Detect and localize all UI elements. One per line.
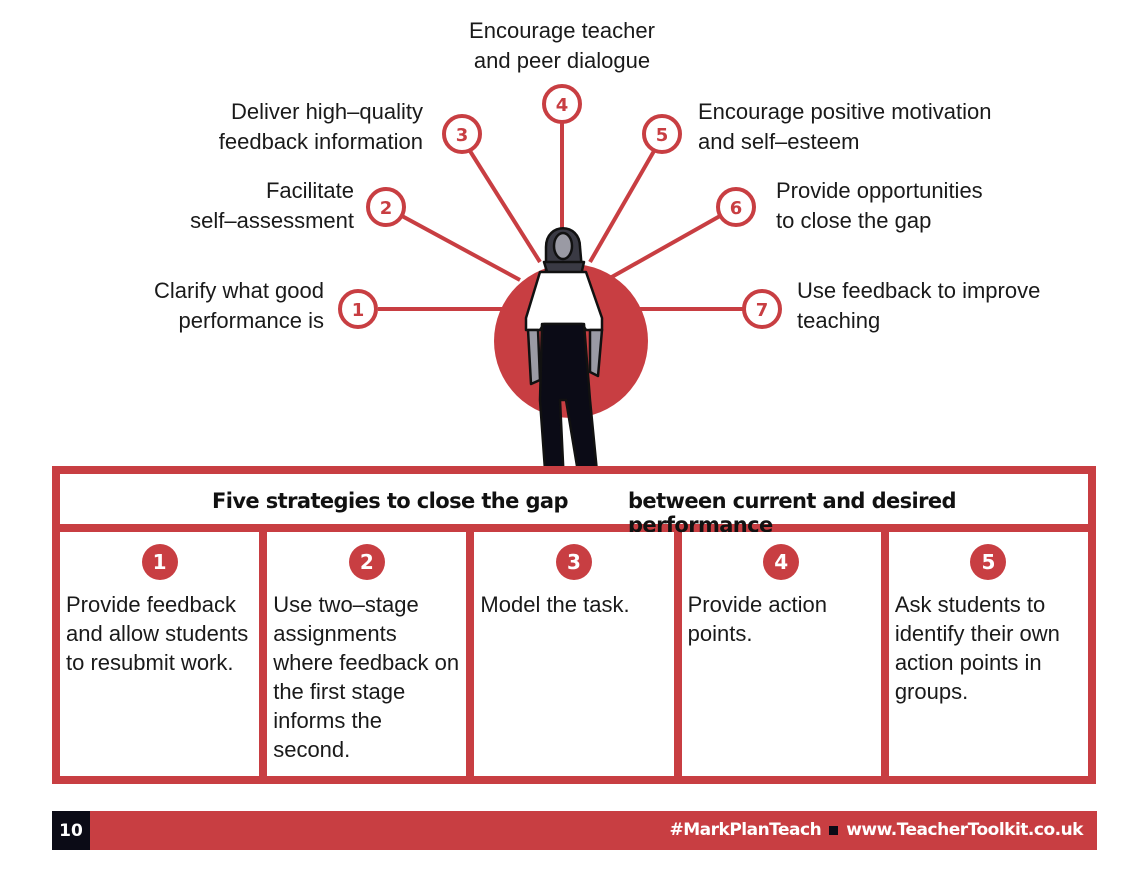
- strategy-card-5: 5 Ask students to identify their own act…: [888, 532, 1089, 776]
- strategy-card-2: 2 Use two–stage assignments where feedba…: [267, 532, 467, 776]
- point-number-7: 7: [756, 300, 769, 321]
- strategies-title-left: Five strategies to close the gap: [212, 489, 569, 513]
- point-marker-6: 6: [716, 187, 756, 227]
- point-marker-4: 4: [542, 84, 582, 124]
- strategy-number-4: 4: [763, 544, 800, 580]
- separator-square-icon: [829, 825, 839, 835]
- point-number-5: 5: [656, 125, 669, 146]
- ray-5: [588, 150, 656, 263]
- point-number-1: 1: [352, 300, 365, 321]
- ray-2: [401, 214, 521, 282]
- point-marker-5: 5: [642, 114, 682, 154]
- point-number-2: 2: [380, 198, 393, 219]
- point-marker-7: 7: [742, 289, 782, 329]
- point-label-1: Clarify what good performance is: [154, 278, 324, 333]
- strategy-number-3: 3: [556, 544, 592, 580]
- strategies-heading: Five strategies to close the gap between…: [60, 474, 1088, 537]
- strategies-panel: Five strategies to close the gap between…: [52, 466, 1096, 784]
- point-number-4: 4: [556, 95, 569, 116]
- strategy-text-5: Ask students to identify their own actio…: [894, 592, 1060, 704]
- point-label-4: Encourage teacher and peer dialogue: [469, 18, 655, 73]
- ray-6: [609, 214, 721, 280]
- strategy-text-3: Model the task.: [480, 592, 630, 617]
- ray-3: [468, 149, 542, 264]
- strategy-card-4: 4 Provide action points.: [681, 532, 881, 776]
- strategy-text-1: Provide feedback and allow students to r…: [66, 592, 249, 675]
- point-number-3: 3: [456, 125, 469, 146]
- point-label-3: Deliver high–quality feedback informatio…: [218, 99, 423, 154]
- point-marker-2: 2: [366, 187, 406, 227]
- point-number-6: 6: [730, 198, 743, 219]
- point-label-2: Facilitate self–assessment: [190, 178, 354, 233]
- point-marker-3: 3: [442, 114, 482, 154]
- point-label-5: Encourage positive motivation and self–e…: [698, 99, 992, 154]
- page-number: 10: [52, 811, 90, 850]
- page-footer: 10 #MarkPlanTeach www.TeacherToolkit.co.…: [52, 811, 1097, 850]
- website-link[interactable]: www.TeacherToolkit.co.uk: [846, 820, 1083, 840]
- strategy-number-5: 5: [970, 544, 1007, 580]
- strategy-card-3: 3 Model the task.: [474, 532, 674, 776]
- hashtag-text: #MarkPlanTeach: [669, 820, 822, 840]
- strategy-text-2: Use two–stage assignments where feedback…: [273, 592, 460, 762]
- point-marker-1: 1: [338, 289, 378, 329]
- strategies-title-right: between current and desired performance: [628, 489, 957, 537]
- point-markers: 1 2 3 4 5 6 7: [338, 84, 782, 329]
- strategy-text-4: Provide action points.: [687, 592, 828, 646]
- strategy-card-1: 1 Provide feedback and allow students to…: [60, 532, 260, 776]
- point-label-6: Provide opportunities to close the gap: [776, 178, 983, 233]
- strategy-number-2: 2: [348, 544, 385, 580]
- strategy-number-1: 1: [141, 544, 178, 580]
- strategies-columns: 1 Provide feedback and allow students to…: [60, 532, 1089, 776]
- footer-links: #MarkPlanTeach www.TeacherToolkit.co.uk: [670, 820, 1084, 840]
- point-label-7: Use feedback to improve teaching: [797, 278, 1041, 333]
